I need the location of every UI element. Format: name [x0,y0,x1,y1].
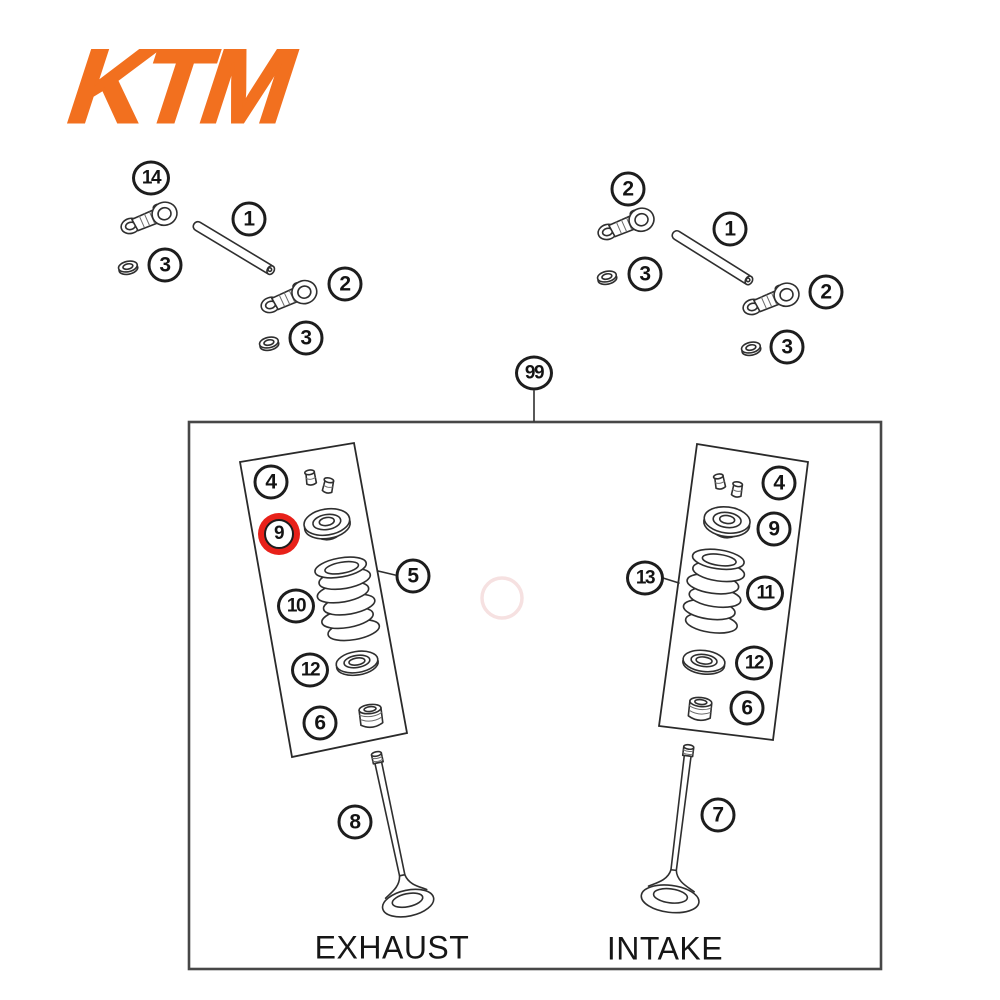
shim-washer-drawing [739,339,763,358]
exhaust-valve-parts [301,468,435,918]
callout-exhaust-valve: 8 [337,804,373,840]
callout-intake-shim-top: 3 [627,256,663,292]
intake-valve-drawing [640,743,700,914]
spring-retainer-drawing [301,504,354,544]
leader-line-13 [662,577,680,584]
intake-valve-parts [640,472,753,914]
valve-stem-seal-drawing [357,702,384,730]
rocker-arm-drawing [593,204,658,244]
callout-exhaust-rocker-arm-bottom: 2 [327,266,363,302]
valve-spring-drawing [310,552,382,646]
ktm-logo-text: KTM [55,28,309,138]
callout-exhaust-rocker-shaft: 1 [231,201,267,237]
callout-exhaust-shim-bottom: 3 [288,320,324,356]
exhaust-rocker-assembly [116,198,321,353]
watermark-circle [480,576,524,620]
ktm-logo: KTM [52,28,322,138]
callout-valve-kit-box: 99 [515,355,553,391]
callout-exhaust-spring-seat: 12 [291,652,329,688]
rocker-arm-drawing [256,276,321,317]
callout-intake-keepers: 4 [761,465,797,501]
callout-intake-spring: 11 [746,575,784,611]
callout-intake-spring-seat: 12 [735,645,773,681]
valve-stem-seal-drawing [687,695,714,723]
shim-washer-drawing [257,334,281,353]
spring-seat-drawing [680,647,727,678]
callout-intake-valve-seal: 6 [729,690,765,726]
callout-intake-rocker-shaft: 1 [712,211,748,247]
intake-label: INTAKE [606,930,724,967]
callout-intake-retainer: 9 [756,511,792,547]
callout-exhaust-keepers: 4 [253,464,289,500]
callout-intake-shim-bottom: 3 [769,329,805,365]
rocker-arm-drawing [738,279,803,319]
callout-intake-valve: 7 [700,797,736,833]
rocker-arm-drawing [116,198,181,238]
valve-keeper-drawing [320,476,336,495]
valve-keeper-drawing [303,468,318,487]
callout-exhaust-retainer-highlighted: 9 [264,519,294,549]
spring-seat-drawing [333,647,381,679]
leader-line-5 [377,570,396,576]
callout-exhaust-valve-seal: 6 [302,705,338,741]
exhaust-valve-drawing [370,750,435,918]
shim-washer-drawing [116,258,140,277]
callout-intake-rocker-arm-bottom: 2 [808,274,844,310]
intake-rocker-assembly [593,204,803,358]
exhaust-label: EXHAUST [314,929,470,966]
intake-panel-outline [657,442,810,742]
callout-exhaust-assembly: 5 [395,558,431,594]
parts-box-outline [187,420,883,971]
exhaust-panel-outline [238,441,409,759]
spring-retainer-drawing [701,503,753,542]
shim-washer-drawing [595,268,619,287]
callout-exhaust-rocker-arm-top: 14 [132,160,170,196]
callout-exhaust-spring: 10 [277,588,315,624]
callout-intake-assembly: 13 [626,560,664,596]
callout-intake-rocker-arm-top: 2 [610,171,646,207]
callout-exhaust-shim-top: 3 [147,247,183,283]
valve-keeper-drawing [729,480,745,499]
valve-spring-drawing [679,545,749,637]
valve-keeper-drawing [712,472,727,491]
